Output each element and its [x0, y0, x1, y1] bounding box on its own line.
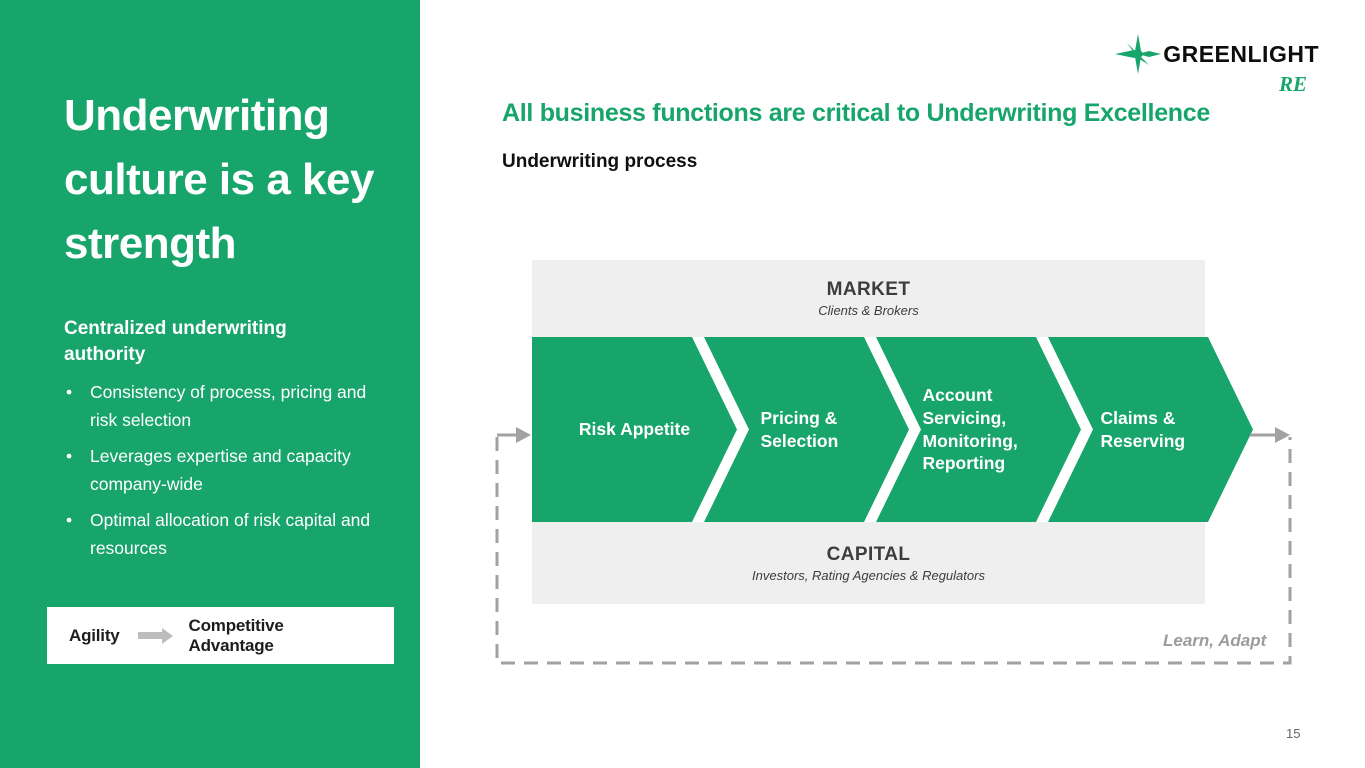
company-logo: GREENLIGHT RE: [1115, 34, 1319, 97]
sidebar-bullet-list: Consistency of process, pricing and risk…: [64, 378, 374, 570]
market-label: MARKET: [826, 279, 911, 300]
logo-re-label: RE: [1278, 72, 1307, 96]
bullet-item: Leverages expertise and capacity company…: [64, 442, 374, 498]
process-step-label: Claims & Reserving: [1100, 407, 1186, 451]
flow-exit-arrow-icon: [1250, 427, 1290, 443]
process-step-risk-appetite: Risk Appetite: [532, 337, 737, 522]
process-step-label: Pricing & Selection: [760, 407, 839, 451]
bullet-item: Consistency of process, pricing and risk…: [64, 378, 374, 434]
feedback-loop-path: [495, 427, 1292, 665]
starburst-icon: [1115, 34, 1162, 74]
callout-right-label: Competitive Advantage: [188, 615, 284, 655]
sidebar-panel: Underwriting culture is a key strength C…: [0, 0, 420, 768]
right-arrow-icon: [137, 627, 173, 644]
capital-band: CAPITAL Investors, Rating Agencies & Reg…: [532, 522, 1205, 604]
market-sublabel: Clients & Brokers: [818, 303, 919, 318]
capital-sublabel: Investors, Rating Agencies & Regulators: [752, 567, 985, 583]
market-band: MARKET Clients & Brokers: [532, 260, 1205, 337]
sidebar-subtitle: Centralized underwriting authority: [64, 318, 287, 365]
capital-label: CAPITAL: [826, 543, 911, 565]
logo-wordmark: GREENLIGHT: [1163, 40, 1319, 67]
process-step-label: Account Servicing, Monitoring, Reporting: [922, 385, 1018, 474]
flow-entry-arrow-icon: [497, 427, 531, 443]
feedback-label: Learn, Adapt: [1163, 631, 1267, 650]
agility-callout: Agility Competitive Advantage: [47, 607, 394, 664]
page-number: 15: [1286, 726, 1301, 741]
slide-title: Underwriting culture is a key strength: [64, 91, 374, 268]
page-title: All business functions are critical to U…: [502, 99, 1210, 127]
section-subtitle: Underwriting process: [502, 151, 698, 172]
process-step-label: Risk Appetite: [578, 419, 691, 440]
callout-left-label: Agility: [69, 625, 120, 645]
bullet-item: Optimal allocation of risk capital and r…: [64, 506, 374, 562]
